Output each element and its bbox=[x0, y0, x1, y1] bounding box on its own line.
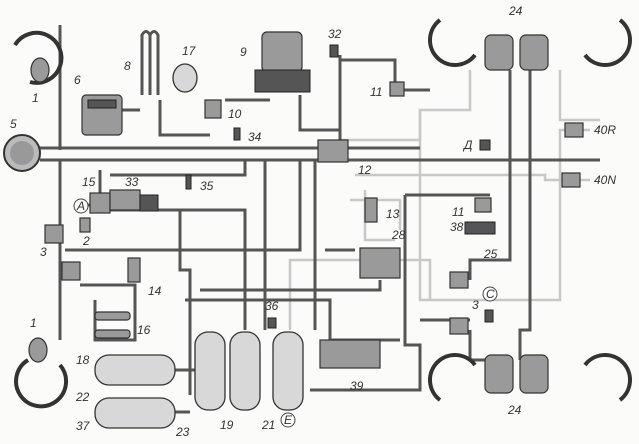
valve-13 bbox=[364, 197, 378, 223]
label: 24 bbox=[507, 403, 522, 417]
cylinders-16 bbox=[94, 311, 131, 339]
label: 37 bbox=[76, 419, 91, 433]
label: A bbox=[76, 199, 85, 213]
label: 19 bbox=[220, 418, 234, 432]
label: 9 bbox=[240, 45, 247, 59]
main-pipes bbox=[40, 25, 600, 414]
valve-11-top bbox=[389, 81, 405, 97]
air-dryer bbox=[254, 31, 311, 93]
label: 38 bbox=[450, 220, 464, 234]
label: 36 bbox=[265, 299, 279, 313]
tank-18 bbox=[94, 354, 176, 386]
valve-11 bbox=[474, 197, 492, 213]
label: 24 bbox=[508, 4, 523, 18]
valve-3-lower-left bbox=[61, 261, 81, 281]
label: 15 bbox=[82, 175, 96, 189]
valve-39 bbox=[319, 339, 381, 369]
valve-38 bbox=[464, 221, 496, 235]
marker-ring-c bbox=[482, 286, 498, 302]
label: 28 bbox=[391, 228, 406, 242]
label: 22 bbox=[75, 390, 90, 404]
label: 2 bbox=[82, 234, 90, 248]
connector-d bbox=[479, 139, 491, 151]
label: 11 bbox=[370, 85, 382, 99]
valve-15 bbox=[89, 192, 111, 214]
label: 35 bbox=[200, 179, 214, 193]
rear-brake-chambers-24-top bbox=[428, 18, 632, 71]
label: E bbox=[284, 413, 293, 427]
label: 10 bbox=[228, 107, 242, 121]
label: 3 bbox=[40, 245, 47, 259]
sensor-36 bbox=[267, 317, 277, 329]
brake-chamber-rear-left bbox=[14, 337, 69, 409]
tank-19b bbox=[229, 331, 261, 411]
valve-28 bbox=[359, 247, 401, 279]
coupling-40r bbox=[564, 122, 584, 138]
label: 13 bbox=[386, 207, 400, 221]
tank-22 bbox=[94, 397, 176, 429]
label: 18 bbox=[76, 353, 90, 367]
callout-labels: 1 6 8 17 9 32 11 24 5 10 34 12 Д 40R 40N… bbox=[10, 4, 616, 439]
label: 1 bbox=[32, 91, 39, 105]
brake-chamber-front-left bbox=[13, 30, 64, 85]
sensor-34 bbox=[233, 127, 241, 141]
valve-2 bbox=[79, 217, 91, 233]
sensor-35 bbox=[185, 174, 192, 190]
label: 40R bbox=[594, 123, 616, 137]
valve-3-lower-right bbox=[449, 317, 469, 335]
compressor bbox=[81, 94, 123, 136]
label: 33 bbox=[125, 175, 139, 189]
brake-valve-12 bbox=[317, 139, 349, 163]
label: 23 bbox=[175, 425, 190, 439]
valve-14 bbox=[127, 257, 141, 283]
valve-3-upper-left bbox=[44, 224, 64, 244]
valve-10 bbox=[204, 99, 222, 119]
label: 1 bbox=[30, 316, 37, 330]
connector-c bbox=[484, 309, 494, 323]
rear-brake-chambers-24-bottom bbox=[428, 353, 632, 402]
label: 40N bbox=[594, 173, 616, 187]
label: C bbox=[486, 287, 495, 301]
label: 3 bbox=[472, 298, 479, 312]
marker-ring-e bbox=[280, 412, 296, 428]
tank-19a bbox=[194, 331, 226, 411]
marker-ring-a bbox=[73, 198, 89, 214]
label: 34 bbox=[248, 130, 262, 144]
parking-brake-valve-33 bbox=[109, 189, 159, 212]
label: 11 bbox=[452, 205, 464, 219]
label: 25 bbox=[483, 247, 498, 261]
label: 32 bbox=[328, 27, 342, 41]
tank-21 bbox=[272, 331, 304, 411]
cooling-coil bbox=[140, 30, 160, 95]
pressure-gauge bbox=[3, 134, 41, 172]
label: 21 bbox=[261, 418, 275, 432]
label: 14 bbox=[148, 284, 162, 298]
valve-32 bbox=[329, 44, 339, 58]
valve-3-upper-right bbox=[449, 271, 469, 289]
label: 16 bbox=[137, 323, 151, 337]
label: 12 bbox=[358, 163, 372, 177]
condensate-receiver bbox=[172, 63, 198, 93]
label: 6 bbox=[74, 73, 81, 87]
label: 17 bbox=[182, 44, 197, 58]
label: 5 bbox=[10, 117, 17, 131]
label: Д bbox=[462, 138, 473, 152]
label: 8 bbox=[124, 59, 131, 73]
label: 39 bbox=[350, 379, 364, 393]
coupling-40n bbox=[561, 172, 581, 188]
